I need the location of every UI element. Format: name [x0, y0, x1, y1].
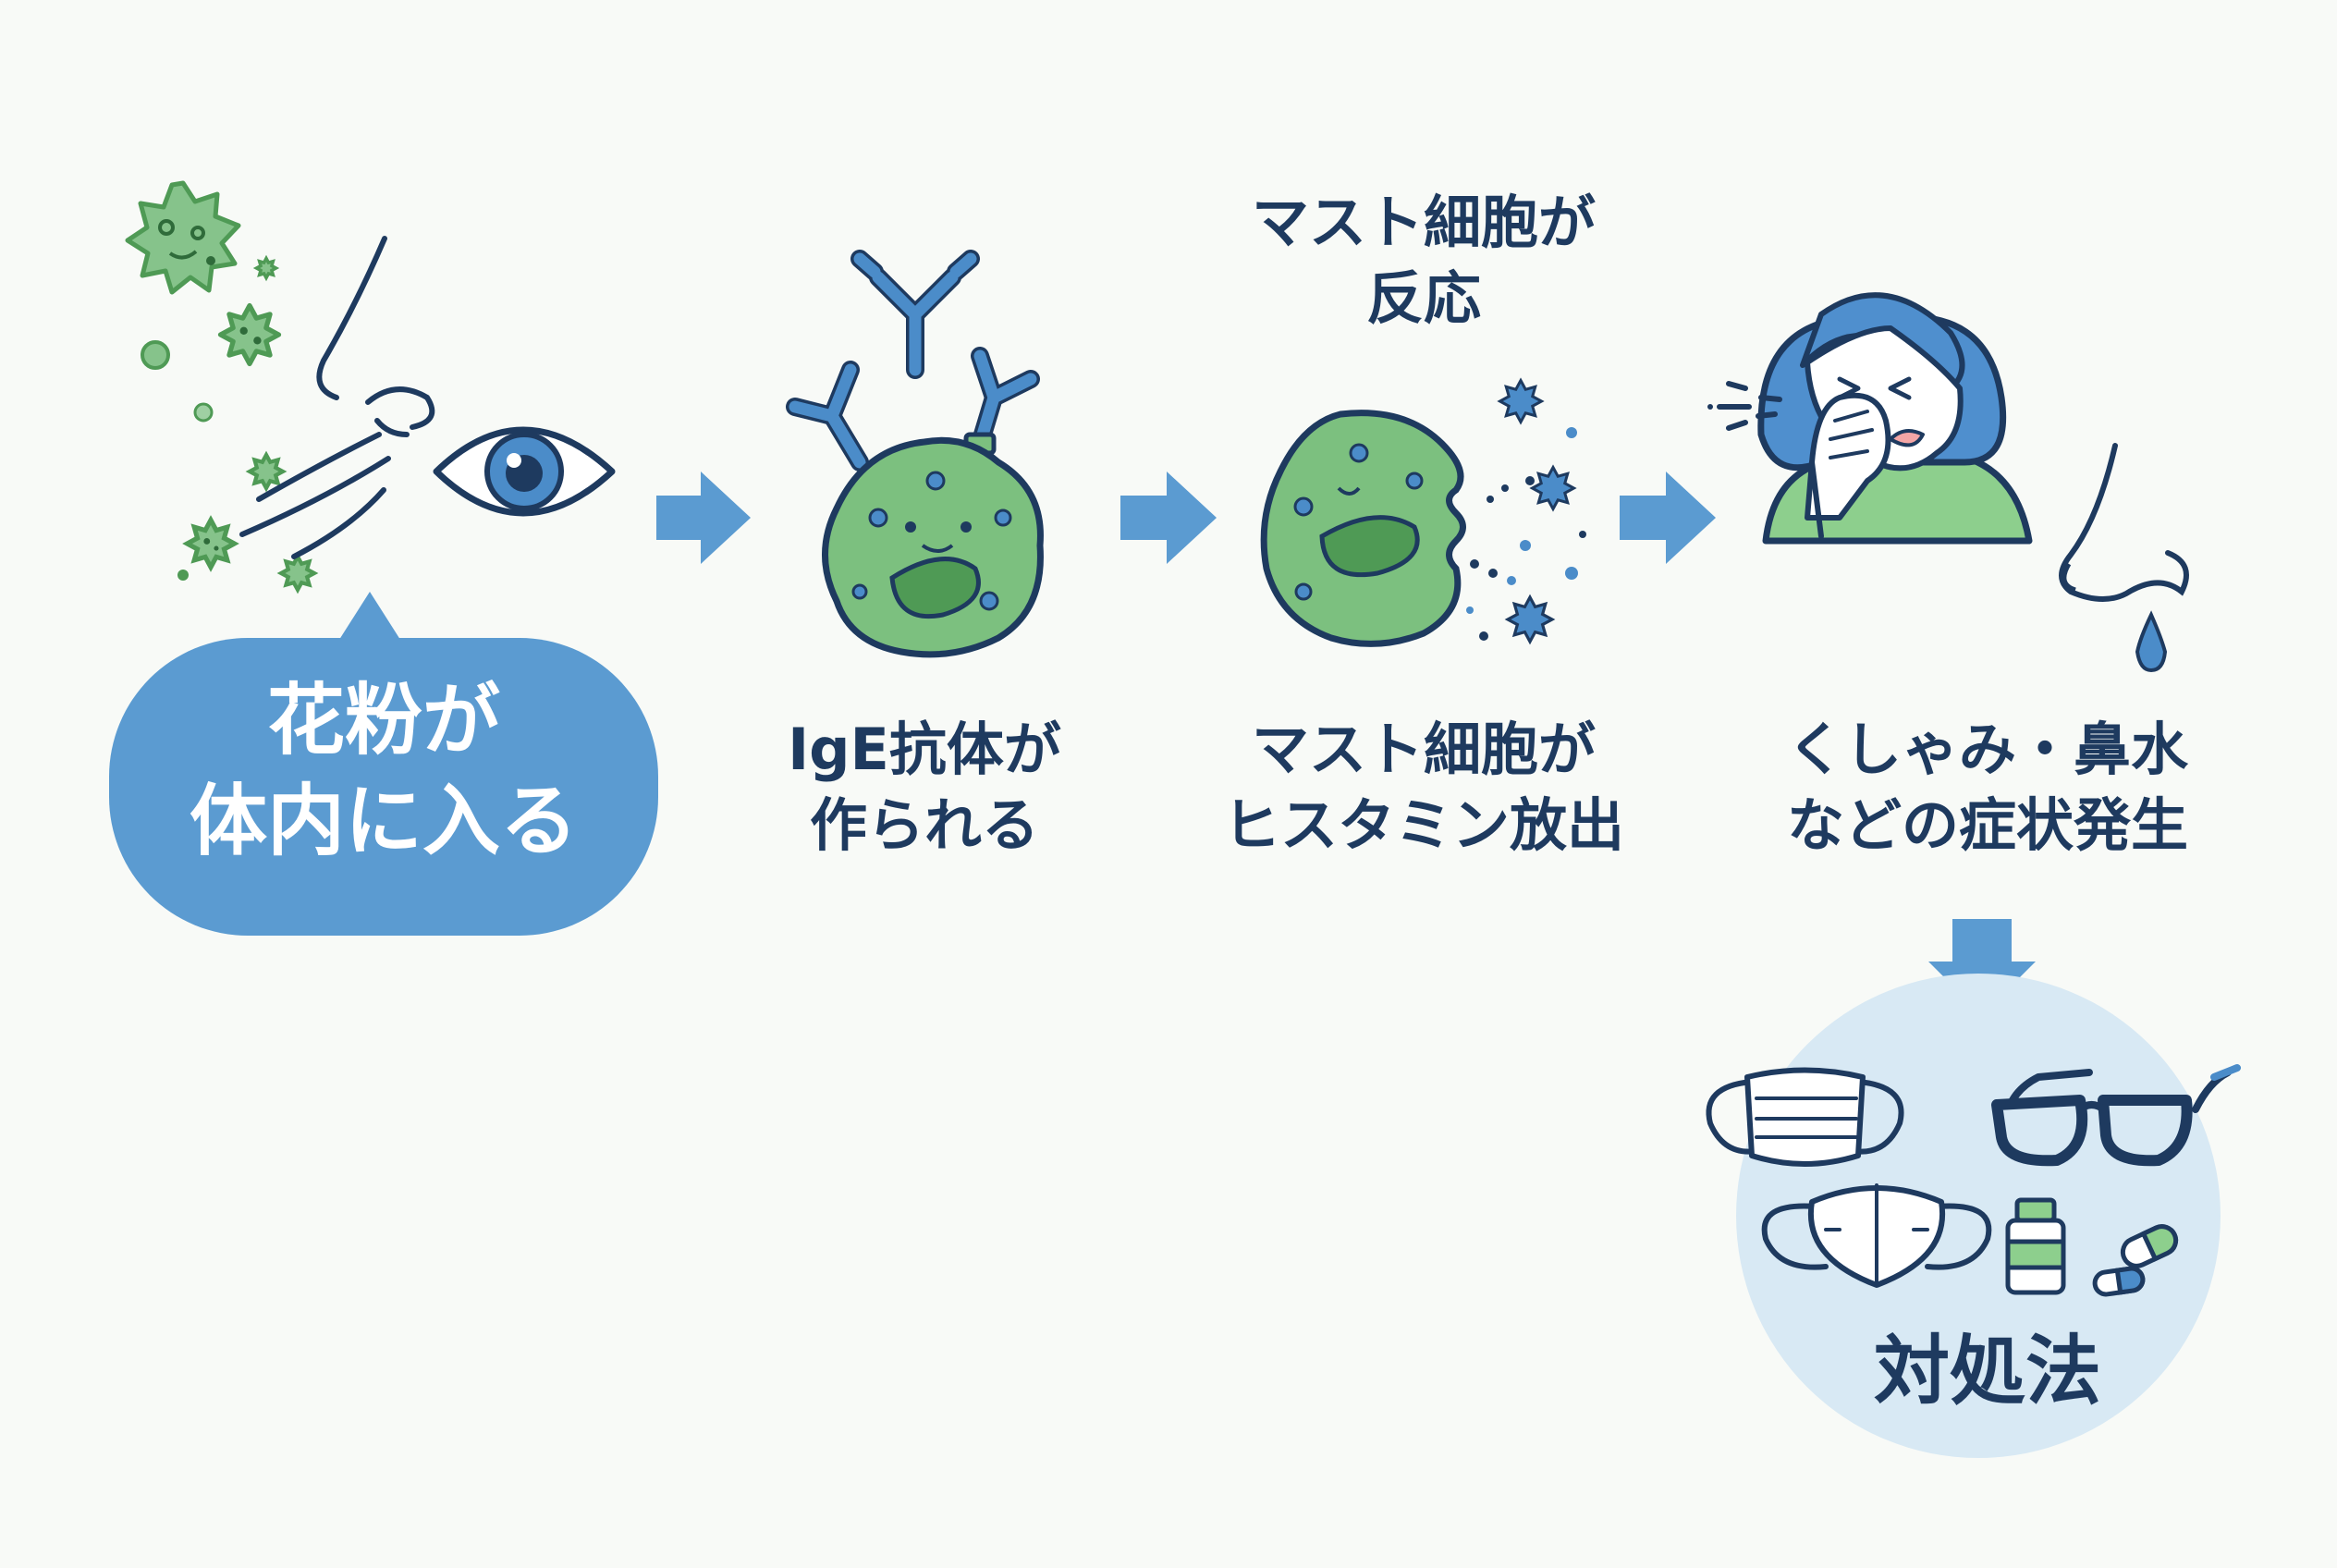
sneezing-person-icon — [1707, 292, 2033, 545]
step3-heading: マスト細胞が反応 — [1251, 189, 1596, 332]
arrow-right-3 — [1620, 472, 1716, 564]
mast-cell-icon — [1260, 410, 1466, 647]
step1-label: 花粉が体内に入る — [189, 675, 578, 867]
nose-icon — [316, 236, 435, 437]
eye-icon — [433, 426, 616, 517]
airflow-icon — [239, 432, 391, 559]
medicine-bottle-icon — [2005, 1197, 2066, 1295]
glasses-icon — [1991, 1064, 2241, 1167]
step1-speech-bubble — [109, 592, 658, 936]
step3-label: マスト細胞がヒスタミン放出 — [1222, 716, 1624, 859]
pleated-mask-icon — [1706, 1067, 1904, 1167]
histamine-icon — [1466, 379, 1586, 643]
runny-nose-icon — [2059, 443, 2189, 673]
arrow-right-2 — [1120, 472, 1217, 564]
capsule-icon — [2092, 1224, 2179, 1297]
remedy-label: 対処法 — [1873, 1328, 2101, 1415]
pollen-icon — [128, 183, 314, 590]
immune-cell-icon — [822, 436, 1044, 658]
step2-label: IgE抗体が作られる — [788, 716, 1061, 859]
arrow-right-1 — [656, 472, 751, 564]
arrow-down — [1928, 919, 2036, 1015]
antibody-icon — [786, 250, 1040, 472]
step4-label: くしゃみ・鼻水などの症状発生 — [1786, 716, 2188, 859]
mask-icon — [1761, 1183, 1992, 1288]
